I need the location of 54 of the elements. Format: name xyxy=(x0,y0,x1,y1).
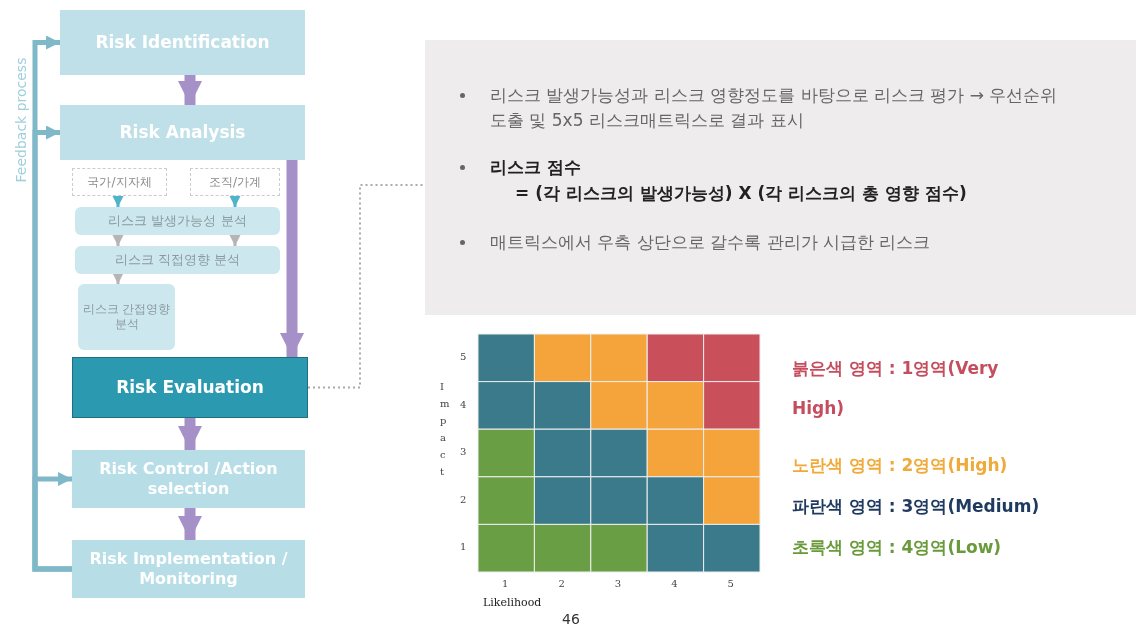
axis-label: Impact xyxy=(440,380,448,479)
text-panel xyxy=(425,40,1136,315)
box-label: Risk Analysis xyxy=(118,121,247,144)
category-box xyxy=(190,168,280,196)
tick-label: 2 xyxy=(558,578,565,589)
bullet-text: = (각 리스크의 발생가능성) X (각 리스크의 총 영향 점수) xyxy=(515,182,968,205)
tick-label: 3 xyxy=(614,578,622,589)
tick-label: 4 xyxy=(460,398,467,410)
legend-text: 초록색 영역 : 4영역(Low) xyxy=(792,536,1002,559)
process-box xyxy=(60,10,305,75)
tick-label: 4 xyxy=(671,578,678,589)
tick-label: 1 xyxy=(460,541,467,553)
box-label: Risk Identification xyxy=(94,31,271,54)
legend-text: 노란색 영역 : 2영역(High) xyxy=(792,454,1008,477)
bullet-text: 리스크 발생가능성과 리스크 영향정도를 바탕으로 리스크 평가 → 우선순위 도출 및 5x5 리스크매트릭스로 결과 표시 xyxy=(490,84,1059,132)
axis-label: Likelihood xyxy=(483,596,542,609)
tick-label: 2 xyxy=(460,493,467,505)
side-label: Feedback process xyxy=(13,56,29,185)
process-box xyxy=(72,540,305,598)
step-box xyxy=(78,284,175,350)
arrow xyxy=(112,234,124,246)
arrow xyxy=(178,418,202,450)
leader-line xyxy=(307,184,426,389)
box-label: 국가/지자체 xyxy=(86,174,153,190)
arrow xyxy=(112,272,124,284)
arrow xyxy=(32,472,72,572)
tick-label: 1 xyxy=(502,578,509,589)
box-label: 리스크 간접영향 분석 xyxy=(81,302,172,332)
legend-text: 파란색 영역 : 3영역(Medium) xyxy=(792,495,1040,518)
arrow xyxy=(280,160,304,357)
arrow xyxy=(178,508,202,540)
box-label: 리스크 직접영향 분석 xyxy=(113,251,242,269)
box-label: Risk Control /Action selection xyxy=(98,459,279,499)
box-label: Risk Evaluation xyxy=(115,376,265,399)
process-box xyxy=(72,357,308,418)
tick-label: 5 xyxy=(460,351,467,362)
tick-label: 3 xyxy=(460,446,467,458)
arrow xyxy=(112,195,124,207)
box-label: Risk Implementation / Monitoring xyxy=(88,549,289,589)
process-box xyxy=(72,450,305,508)
page-number: 46 xyxy=(562,611,580,627)
arrow xyxy=(229,234,241,246)
bullet-text: 매트릭스에서 우측 상단으로 갈수록 관리가 시급한 리스크 xyxy=(490,231,932,254)
step-box xyxy=(75,246,280,274)
step-box xyxy=(75,207,280,235)
box-label: 조직/가계 xyxy=(207,174,262,190)
arrow xyxy=(178,75,202,105)
box-label: 리스크 발생가능성 분석 xyxy=(107,212,248,230)
process-box xyxy=(60,105,305,160)
arrow xyxy=(229,195,241,207)
category-box xyxy=(72,168,167,196)
tick-label: 5 xyxy=(727,578,734,589)
bullet-text: 리스크 점수 xyxy=(490,156,582,179)
legend-text: 붉은색 영역 : 1영역(Very High) xyxy=(792,357,1000,420)
